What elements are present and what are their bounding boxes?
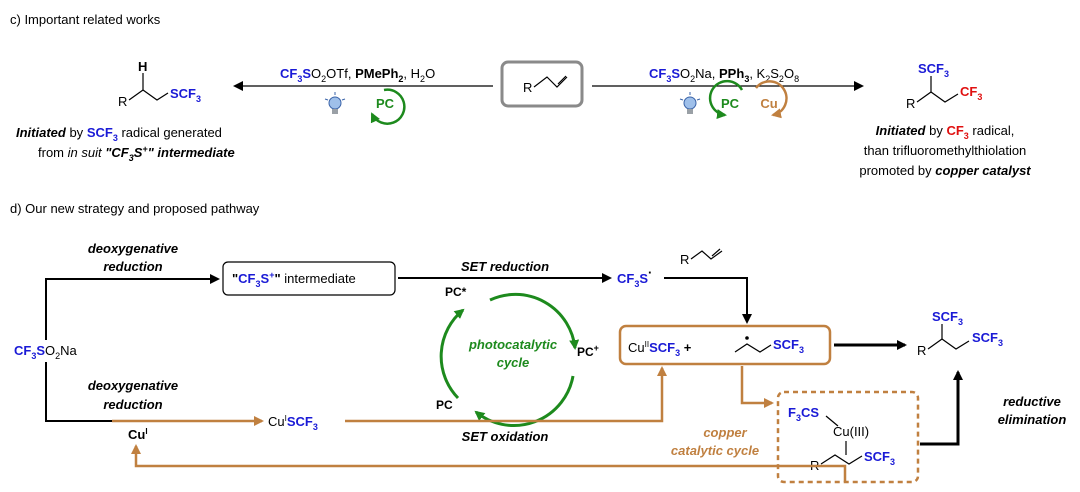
section-d-title: d) Our new strategy and proposed pathway [10, 201, 260, 216]
set-reduction-label: SET reduction [461, 259, 549, 274]
cf3s-radical: CF3S· [617, 265, 652, 289]
cu2-scf3-label: CuIISCF3 + [628, 340, 692, 358]
left-caption-line2: from in suit "CF3S+" intermediate [38, 144, 235, 163]
cu2-box [618, 324, 832, 366]
svg-text:R: R [917, 343, 926, 358]
alkene-r: R [523, 80, 532, 95]
right-reagents: CF3SO2Na, PPh3, K2S2O8 [649, 66, 799, 84]
pc-cycle-icon: PC [370, 88, 406, 125]
deox2-line2: reduction [103, 397, 162, 412]
svg-text:PC: PC [721, 96, 740, 111]
svg-text:SCF3: SCF3 [170, 86, 201, 104]
right-caption-line2: than trifluoromethylthiolation [864, 143, 1027, 158]
pc-label: PC [436, 398, 453, 412]
reductive-label-2: elimination [998, 412, 1067, 427]
alkene-structure: R [680, 248, 723, 267]
photocatalytic-label-1: photocatalytic [468, 337, 558, 352]
deox1-line1: deoxygenative [88, 241, 178, 256]
photocatalytic-cycle: photocatalytic cycle [439, 292, 580, 427]
right-caption-line3: promoted by copper catalyst [859, 163, 1031, 178]
pc-star-label: PC* [445, 285, 467, 299]
svg-text:F3CS: F3CS [788, 405, 819, 423]
cu2-to-cu3-arrow [740, 366, 774, 408]
svg-text:PC: PC [376, 96, 395, 111]
intermediate-box [222, 261, 396, 296]
left-reagents: CF3SO2OTf, PMePh2, H2O [280, 66, 435, 84]
right-product-structure: R SCF3 CF3 [906, 61, 982, 111]
copper-cycle-label-1: copper [703, 425, 747, 440]
svg-text:SCF3: SCF3 [864, 449, 895, 467]
cu1-scf3-label: CuISCF3 [268, 414, 318, 432]
svg-text:Cu(III): Cu(III) [833, 424, 869, 439]
cu3-complex-box [776, 390, 920, 484]
reductive-elimination-arrow [920, 370, 963, 446]
left-product-structure: R H SCF3 [118, 59, 201, 109]
svg-text:CF3: CF3 [960, 84, 982, 102]
final-product-structure: R SCF3 SCF3 [917, 309, 1003, 358]
right-caption-line1: Initiated by CF3 radical, [876, 123, 1015, 141]
svg-text:R: R [906, 96, 915, 111]
alkene-bonds [533, 76, 568, 88]
pc-cycle-icon-right: PC [708, 79, 744, 119]
top-branch-arrow [45, 274, 220, 340]
svg-text:SCF3: SCF3 [918, 61, 949, 79]
svg-text:SCF3: SCF3 [932, 309, 963, 327]
svg-text:Cu: Cu [760, 96, 777, 111]
left-caption-line1: Initiated by SCF3 radical generated [16, 125, 222, 143]
svg-text:H: H [138, 59, 147, 74]
deox2-line1: deoxygenative [88, 378, 178, 393]
cu-cycle-icon: Cu [755, 80, 788, 119]
svg-text:R: R [680, 252, 689, 267]
set-oxidation-arrow [345, 366, 667, 423]
svg-text:SCF3: SCF3 [773, 337, 804, 355]
reductive-label-1: reductive [1003, 394, 1061, 409]
cu-regeneration-arrow [131, 444, 847, 482]
copper-cycle-label-2: catalytic cycle [671, 443, 759, 458]
set-oxidation-label: SET oxidation [462, 429, 549, 444]
svg-text:SCF3: SCF3 [972, 330, 1003, 348]
pc-plus-label: PC+ [577, 343, 599, 359]
bottom-branch-line [45, 362, 112, 422]
cu1-label: CuI [128, 427, 148, 442]
photocatalytic-label-2: cycle [497, 355, 530, 370]
cf3so2na-label: CF3SO2Na [14, 343, 78, 361]
alkene-box [500, 60, 584, 108]
lightbulb-icon-right [679, 92, 701, 114]
alkyl-radical-structure: SCF3 [734, 336, 804, 355]
lightbulb-icon [324, 92, 346, 114]
radical-to-cu-arrow [664, 277, 752, 324]
section-c-title: c) Important related works [10, 12, 161, 27]
intermediate-label: "CF3S+" intermediate [232, 270, 356, 289]
deox1-line2: reduction [103, 259, 162, 274]
svg-text:R: R [118, 94, 127, 109]
